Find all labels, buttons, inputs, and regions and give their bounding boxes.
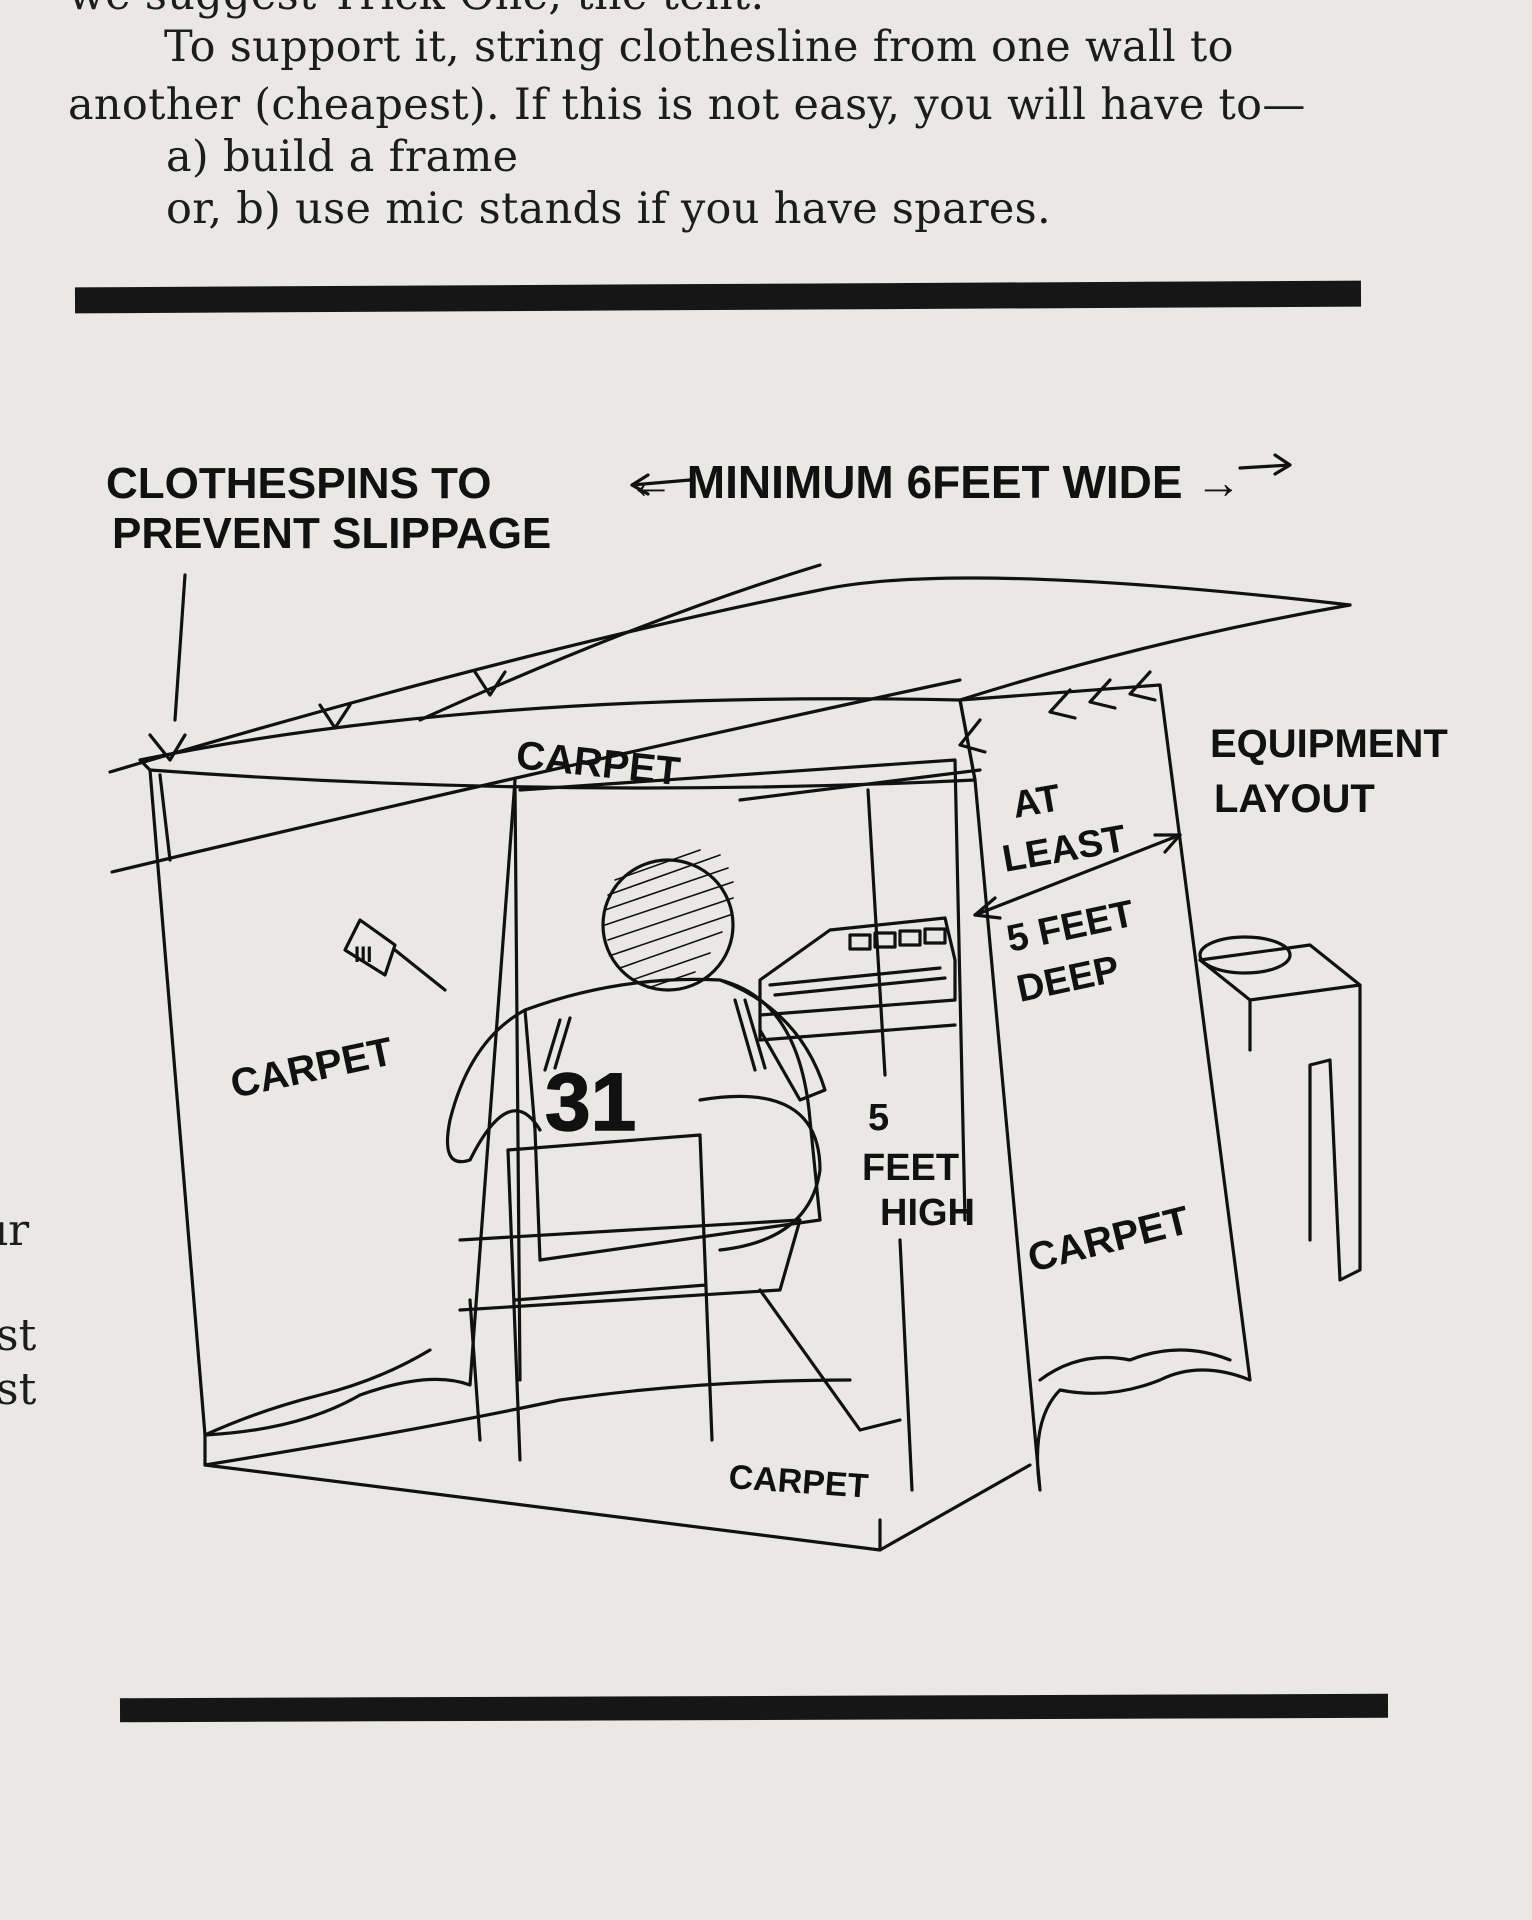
clothesline-back	[108, 576, 1352, 774]
mixing-console	[758, 916, 957, 1017]
right-carpet	[958, 683, 1252, 1492]
headstock-mark: III	[354, 942, 372, 967]
option-a: a) build a frame	[166, 132, 519, 182]
musician-head	[601, 858, 735, 992]
guitar-neck	[393, 948, 447, 992]
text-line-cut: we suggest Trick One, the tent.	[68, 0, 764, 20]
text-line-1: To support it, string clothesline from o…	[164, 22, 1234, 72]
text-line-2: another (cheapest). If this is not easy,…	[68, 80, 1306, 130]
depth-label-line1: AT	[1009, 777, 1063, 827]
turntable	[1198, 935, 1292, 975]
guitar-body	[698, 1094, 822, 1252]
clothesline-right	[958, 603, 1352, 702]
jersey-number: 31	[545, 1057, 636, 1148]
width-arrow-right	[1238, 453, 1292, 476]
rear-panel	[518, 758, 967, 1222]
equipment-table	[1198, 943, 1362, 1282]
chair-seat	[458, 1218, 802, 1312]
shoulder-stripes	[733, 998, 767, 1072]
left-arm	[445, 1008, 542, 1164]
depth-label-line4: DEEP	[1013, 948, 1123, 1011]
depth-label-line3: 5 FEET	[1003, 893, 1138, 961]
carpet-floor-label: CARPET	[727, 1458, 869, 1506]
width-arrow-left	[630, 473, 692, 496]
clothespin-pointer	[173, 573, 187, 722]
clothespin	[148, 670, 1157, 762]
depth-arrow	[973, 833, 1182, 917]
height-label-line3: HIGH	[880, 1192, 975, 1234]
margin-fragment: st	[0, 1364, 37, 1415]
guitar-headstock	[343, 918, 397, 977]
depth-label-line2: LEAST	[999, 818, 1129, 881]
equipment-label-line1: EQUIPMENT	[1210, 722, 1448, 766]
height-label-line2: FEET	[862, 1147, 959, 1189]
clothesline-front	[110, 678, 962, 874]
width-label: ← MINIMUM 6FEET WIDE →	[628, 456, 1241, 508]
margin-fragment: ır	[0, 1205, 30, 1256]
carpet-top-label: CARPET	[514, 733, 682, 794]
carpet-right-label: CARPET	[1024, 1198, 1194, 1280]
left-carpet	[148, 768, 517, 1437]
option-b: or, b) use mic stands if you have spares…	[166, 184, 1052, 234]
chair-back	[506, 1133, 714, 1462]
height-dimension	[866, 788, 914, 1492]
legs	[468, 1288, 902, 1442]
right-arm	[718, 978, 827, 1102]
floor-carpet	[203, 1433, 1032, 1552]
height-label-line1: 5	[868, 1097, 889, 1139]
clothesline-upper	[418, 563, 822, 722]
clothespins-label-line2: PREVENT SLIPPAGE	[112, 509, 551, 558]
margin-fragment: st	[0, 1310, 37, 1361]
carpet-left-label: CARPET	[227, 1030, 397, 1107]
clothespins-label-line1: CLOTHESPINS TO	[106, 459, 491, 508]
equipment-label-line2: LAYOUT	[1214, 777, 1375, 821]
